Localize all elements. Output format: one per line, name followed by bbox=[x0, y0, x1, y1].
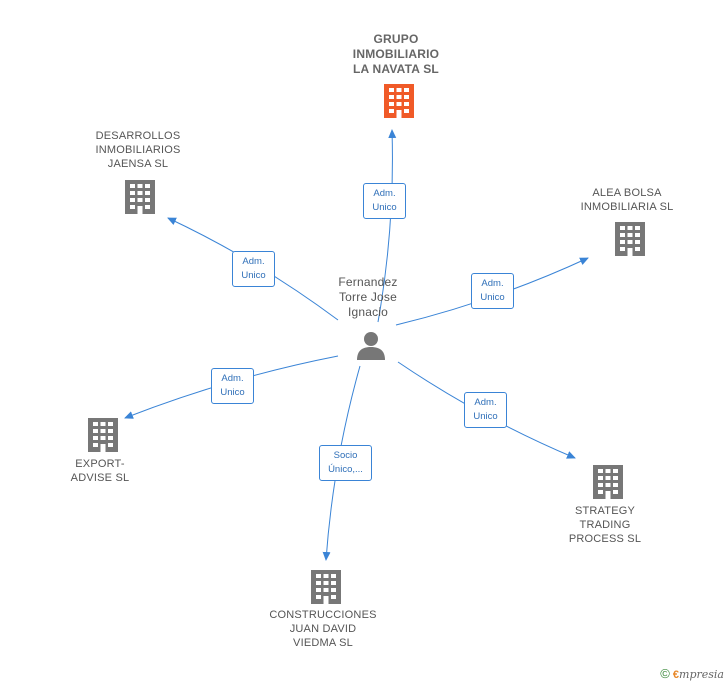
company-label-grupo[interactable]: GRUPO INMOBILIARIO LA NAVATA SL bbox=[352, 32, 440, 76]
building-icon-strategy[interactable] bbox=[593, 465, 623, 499]
building-icon-construcciones[interactable] bbox=[311, 570, 341, 604]
building-icon-desarrollos[interactable] bbox=[125, 180, 155, 214]
edge-label-strategy: Adm. Unico bbox=[464, 392, 507, 428]
building-icon-grupo[interactable] bbox=[384, 84, 414, 118]
footer-brand: © €mpresia bbox=[660, 666, 724, 681]
person-label[interactable]: Fernandez Torre Jose Ignacio bbox=[338, 275, 398, 319]
company-label-desarrollos[interactable]: DESARROLLOS INMOBILIARIOS JAENSA SL bbox=[95, 130, 181, 170]
person-icon[interactable] bbox=[356, 330, 386, 360]
edge-label-desarrollos: Adm. Unico bbox=[232, 251, 275, 287]
company-label-strategy[interactable]: STRATEGY TRADING PROCESS SL bbox=[568, 505, 642, 545]
company-label-export[interactable]: EXPORT- ADVISE SL bbox=[70, 458, 130, 484]
edge-arrow-grupo bbox=[377, 129, 397, 323]
copyright-symbol: © bbox=[660, 666, 670, 681]
edge-label-grupo: Adm. Unico bbox=[363, 183, 406, 219]
edge-label-export: Adm. Unico bbox=[211, 368, 254, 404]
brand-name: mpresia bbox=[679, 668, 724, 681]
building-icon-export[interactable] bbox=[88, 418, 118, 452]
building-icon-alea[interactable] bbox=[615, 222, 645, 256]
company-label-construcciones[interactable]: CONSTRUCCIONES JUAN DAVID VIEDMA SL bbox=[269, 609, 377, 649]
company-label-alea[interactable]: ALEA BOLSA INMOBILIARIA SL bbox=[580, 187, 674, 213]
edge-label-alea: Adm. Unico bbox=[471, 273, 514, 309]
brand-logo-icon: € bbox=[672, 669, 680, 681]
edge-label-construcciones: Socio Único,... bbox=[319, 445, 372, 481]
